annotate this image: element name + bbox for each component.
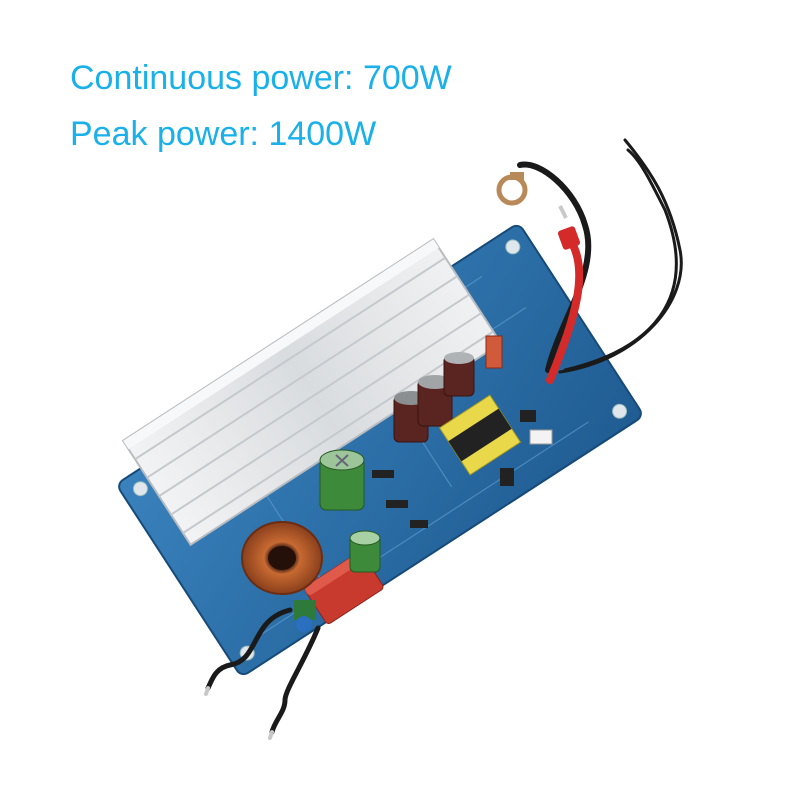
brown-capacitors bbox=[393, 352, 475, 443]
ring-terminal bbox=[496, 172, 528, 206]
peak-power-text: Peak power: 1400W bbox=[70, 115, 377, 153]
yellow-transformer bbox=[438, 394, 522, 476]
ac-wire-tips bbox=[204, 686, 274, 740]
white-connector bbox=[529, 429, 553, 445]
red-crimp-terminal bbox=[557, 226, 581, 250]
small-inductor bbox=[294, 600, 316, 620]
green-capacitor-large bbox=[319, 449, 365, 511]
red-wire-tip bbox=[558, 205, 568, 219]
toroid-inductor bbox=[241, 521, 323, 595]
green-capacitor-small bbox=[349, 530, 381, 573]
fuse-component bbox=[485, 335, 503, 369]
aluminium-heatsink bbox=[121, 237, 503, 547]
ac-output-wires bbox=[205, 607, 321, 735]
small-components bbox=[372, 410, 536, 528]
blue-capacitor bbox=[296, 616, 312, 632]
dc-input-wires bbox=[517, 138, 683, 384]
continuous-power-text: Continuous power: 700W bbox=[70, 59, 452, 97]
